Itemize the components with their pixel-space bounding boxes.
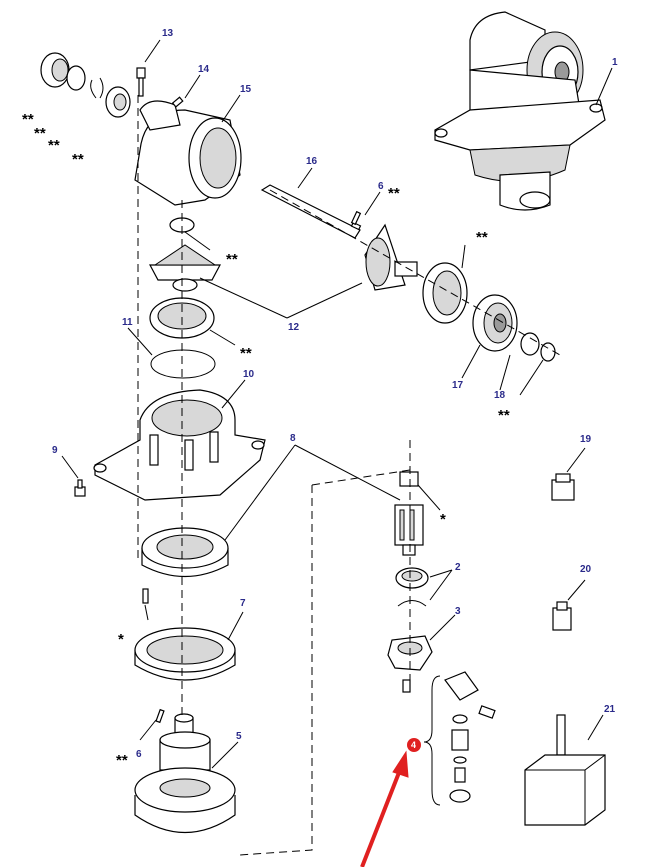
part-21-clamp: [524, 714, 606, 826]
bearing-set-top-left: [40, 52, 131, 118]
part-19-plug: [551, 473, 575, 501]
callout-18: 18: [494, 390, 506, 401]
part-4-group: [444, 671, 496, 803]
callout-11: 11: [122, 317, 133, 328]
asterisk-marks: ** ** ** ** ** ** ** ** ** * * **: [22, 111, 510, 769]
part-10-housing: [93, 389, 266, 501]
mark-double: **: [226, 251, 238, 268]
part-16-shaft: [260, 184, 362, 239]
callout-1: 1: [612, 57, 618, 68]
part-7-seal: [134, 627, 236, 681]
callout-9: 9: [52, 445, 58, 456]
highlight-badge-4: 4: [407, 738, 421, 752]
mark-double: **: [48, 137, 60, 154]
callout-5: 5: [236, 731, 242, 742]
callout-2: 2: [455, 562, 461, 573]
mark-double: **: [72, 151, 84, 168]
centerlines: [137, 95, 561, 856]
small-cap: [399, 471, 419, 487]
mark-single: *: [118, 631, 124, 648]
callout-7: 7: [240, 598, 246, 609]
mark-double: **: [22, 111, 34, 128]
ring-gear: [141, 527, 229, 578]
callout-13: 13: [162, 28, 174, 39]
part-17-bearing-cap: [472, 294, 518, 352]
part-5-hub: [134, 713, 236, 833]
mark-double: **: [388, 185, 400, 202]
callout-10: 10: [243, 369, 255, 380]
red-pointer-arrow: [360, 750, 409, 867]
bevel-gear-left: [149, 244, 221, 292]
part-6-pin-upper: [350, 210, 362, 226]
mark-double: **: [240, 345, 252, 362]
callout-14: 14: [198, 64, 210, 75]
callout-6-upper: 6: [378, 181, 384, 192]
mark-single: *: [440, 511, 446, 528]
callout-3: 3: [455, 606, 461, 617]
callout-12: 12: [288, 322, 300, 333]
mark-double: **: [34, 125, 46, 142]
part-9-bolt: [74, 479, 86, 497]
part-18-washer: [520, 332, 540, 356]
bearing-right: [422, 262, 468, 324]
mark-double: **: [476, 229, 488, 246]
callout-4: 4: [411, 740, 416, 750]
callout-21: 21: [604, 704, 616, 715]
mark-double: **: [116, 752, 128, 769]
part-14-pin: [171, 96, 184, 108]
part-15-housing: [134, 100, 242, 206]
part-2-bearing-and-clip: [395, 567, 429, 607]
callout-16: 16: [306, 156, 318, 167]
part-20-plug: [552, 601, 572, 631]
leader-lines: [61, 39, 613, 769]
part-1-gearbox-assembly: [434, 11, 606, 211]
callout-17: 17: [452, 380, 464, 391]
callout-8: 8: [290, 433, 296, 444]
part-8-pinion: [394, 504, 424, 556]
part-6-pin-lower: [155, 708, 165, 724]
callout-19: 19: [580, 434, 592, 445]
part-12-bevel-gear-right: [364, 223, 418, 291]
callout-15: 15: [240, 84, 252, 95]
callout-20: 20: [580, 564, 592, 575]
mark-double: **: [498, 407, 510, 424]
callout-6-lower: 6: [136, 749, 142, 760]
part-11-o-ring: [150, 349, 216, 379]
group-4-bracket: [423, 675, 441, 806]
part-13-bolt: [136, 67, 146, 97]
callout-numbers: 13 14 15 1 16 6 12 11 10 17 18 9 8 19 2 …: [52, 28, 618, 760]
pin-small: [142, 588, 149, 604]
